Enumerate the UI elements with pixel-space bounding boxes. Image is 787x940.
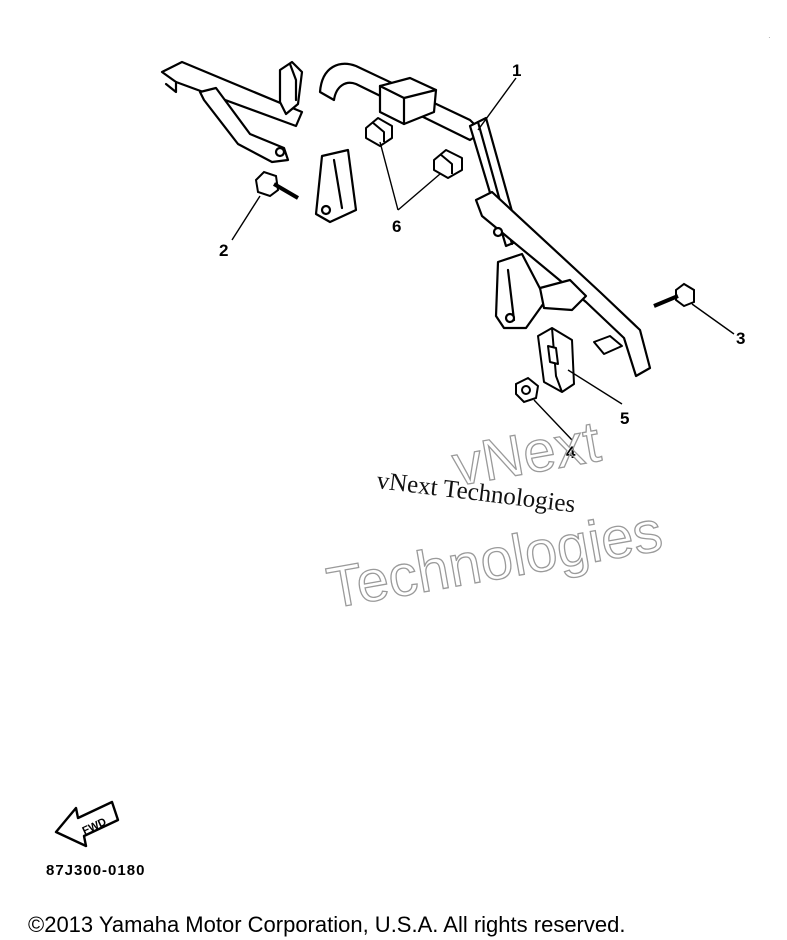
bolt-part-2 [254, 170, 300, 200]
watermark: vNext Technologies vNext Technologies [322, 408, 668, 621]
bracket-frame [160, 60, 652, 378]
callout-5: 5 [620, 409, 629, 428]
callout-6: 6 [392, 217, 401, 236]
fwd-arrow-icon: FWD [54, 800, 120, 848]
bolt-part-3 [653, 282, 695, 308]
leader-lines [231, 77, 735, 441]
callout-4: 4 [566, 443, 576, 462]
bracket-part-5 [537, 327, 623, 393]
nut-part-4 [515, 376, 540, 404]
watermark-line-2: Technologies [322, 498, 667, 621]
diagram-code: 87J300-0180 [46, 862, 146, 879]
clip-parts [365, 117, 463, 179]
copyright-notice: ©2013 Yamaha Motor Corporation, U.S.A. A… [28, 912, 626, 937]
callout-1: 1 [512, 61, 521, 80]
corner-mark: · [768, 33, 771, 42]
callout-3: 3 [736, 329, 745, 348]
callout-2: 2 [219, 241, 228, 260]
